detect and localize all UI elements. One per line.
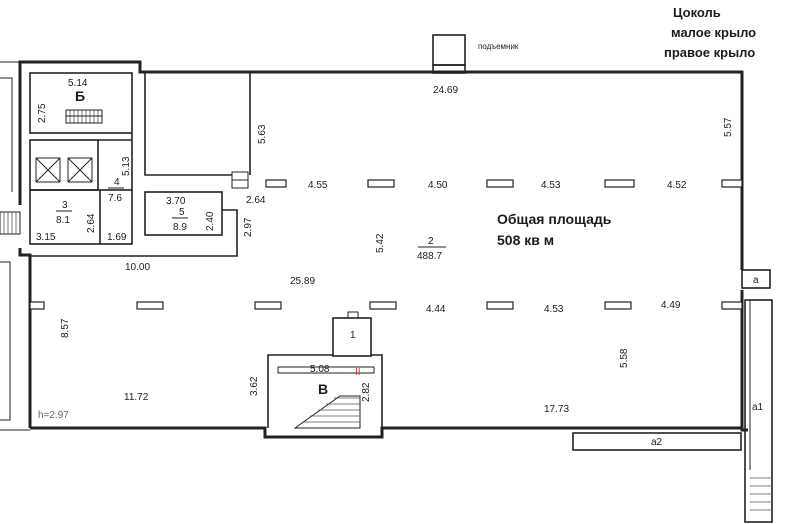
header-wing-small: малое крыло [671, 25, 756, 40]
dim-4-53-bottom: 4.53 [544, 304, 564, 315]
total-area-label: Общая площадь [497, 211, 612, 227]
dim-4-55: 4.55 [308, 180, 328, 191]
dim-5-57: 5.57 [723, 117, 734, 137]
dim-3-62: 3.62 [249, 376, 260, 396]
elevator-shafts [29, 133, 133, 191]
dim-2-75: 2.75 [37, 103, 48, 123]
annex-a2-label: а2 [651, 437, 663, 448]
annex-a1-label: а1 [752, 402, 764, 413]
columns-row-1 [265, 179, 743, 188]
room-5-63 [144, 73, 251, 189]
room-4-number: 4 [114, 177, 120, 188]
stair-b-label: Б [75, 88, 85, 104]
outer-walls [0, 60, 748, 439]
partition-left [30, 209, 238, 257]
room-5-area: 8.9 [173, 222, 187, 233]
lift-shaft [432, 34, 466, 66]
dim-5-13: 5.13 [121, 156, 132, 176]
room-3-number: 3 [62, 200, 68, 211]
room-3-area: 8.1 [56, 215, 70, 226]
room-5 [144, 191, 223, 236]
dim-2-40: 2.40 [205, 211, 216, 231]
dim-4-52: 4.52 [667, 180, 687, 191]
room-1-stair-v [267, 311, 383, 429]
room-4-area: 7.6 [108, 193, 122, 204]
rooms-3-4 [0, 189, 133, 245]
dim-5-08: 5.08 [310, 364, 330, 375]
dim-4-53-top: 4.53 [541, 180, 561, 191]
dim-24-69: 24.69 [433, 85, 458, 96]
stair-v-label: В [318, 381, 328, 397]
total-area-value: 508 кв м [497, 232, 554, 248]
dim-10-00: 10.00 [125, 262, 150, 273]
dim-2-64-left: 2.64 [86, 213, 97, 233]
dim-1-69: 1.69 [107, 232, 127, 243]
dim-17-73: 17.73 [544, 404, 569, 415]
dim-2-64-top: 2.64 [246, 195, 266, 206]
dim-5-63: 5.63 [257, 124, 268, 144]
annex-blocks [572, 269, 773, 523]
dim-5-14: 5.14 [68, 78, 88, 89]
dim-4-50: 4.50 [428, 180, 448, 191]
header-wing-right: правое крыло [664, 45, 755, 60]
dim-2-82: 2.82 [361, 382, 372, 402]
dim-3-70: 3.70 [166, 196, 186, 207]
dim-5-42: 5.42 [375, 233, 386, 253]
dim-8-57: 8.57 [60, 318, 71, 338]
room-2-number: 2 [428, 236, 434, 247]
room-1-label: 1 [350, 330, 356, 341]
room-2-area: 488.7 [417, 251, 442, 262]
dim-25-89: 25.89 [290, 276, 315, 287]
stair-b-block [29, 72, 133, 134]
dim-3-15: 3.15 [36, 232, 56, 243]
columns-row-2 [29, 301, 743, 310]
dim-5-58: 5.58 [619, 348, 630, 368]
dim-4-44: 4.44 [426, 304, 446, 315]
dim-4-49: 4.49 [661, 300, 681, 311]
dim-2-97: 2.97 [243, 217, 254, 237]
header-level: Цоколь [673, 5, 721, 20]
annex-a-label: а [753, 275, 759, 286]
room-5-number: 5 [179, 207, 185, 218]
height-note: h=2.97 [38, 410, 69, 421]
dim-11-72: 11.72 [124, 392, 149, 403]
mark-ii: II [355, 367, 361, 378]
lift-label: подъемник [478, 42, 519, 51]
